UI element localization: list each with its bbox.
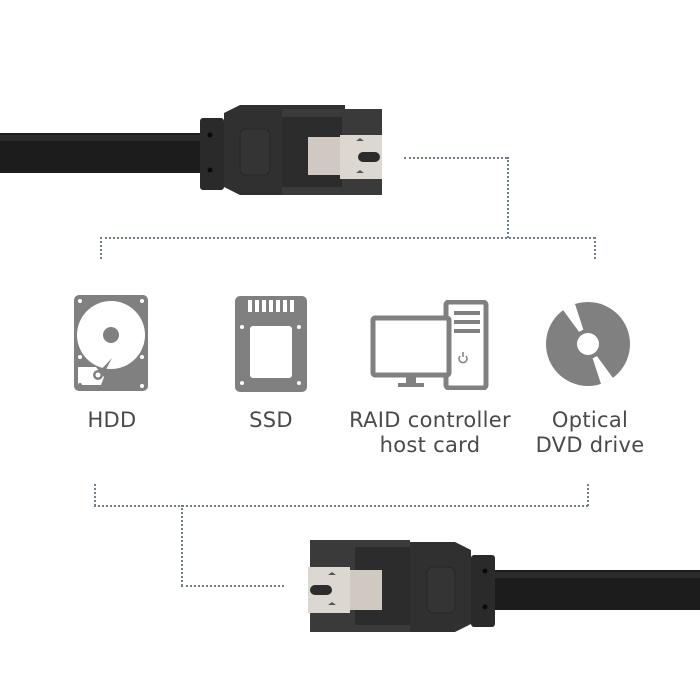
optical-disc-icon <box>546 302 630 386</box>
raid-controller-label-line1: RAID controller <box>349 408 511 432</box>
raid-controller-device <box>370 300 490 390</box>
bottom-dotted-line-b <box>181 585 284 587</box>
desktop-computer-icon <box>370 300 489 390</box>
bottom-dotted-left-tick <box>94 484 96 506</box>
hdd-device <box>74 295 149 391</box>
top-dotted-left-tick <box>100 237 102 259</box>
ssd-device <box>235 296 307 392</box>
raid-controller-label-line2: host card <box>379 433 481 457</box>
bottom-dotted-line-a <box>181 505 183 586</box>
hdd-icon <box>74 295 148 391</box>
bottom-dotted-bracket <box>94 505 588 507</box>
sata-connector-icon <box>0 105 382 195</box>
top-dotted-right-tick <box>594 237 596 259</box>
bottom-dotted-right-tick <box>587 484 589 506</box>
top-sata-connector <box>0 95 400 205</box>
optical-dvd-device <box>545 301 631 387</box>
ssd-icon <box>235 296 307 392</box>
raid-controller-label: RAID controller host card <box>340 408 520 458</box>
top-dotted-line-b <box>507 157 509 238</box>
bottom-sata-connector <box>300 535 700 645</box>
hdd-label: HDD <box>87 408 137 432</box>
optical-dvd-label: Optical DVD drive <box>530 408 650 458</box>
ssd-label: SSD <box>249 408 293 432</box>
top-dotted-bracket <box>100 237 595 239</box>
top-dotted-line-a <box>404 157 507 159</box>
sata-connector-icon <box>308 540 700 632</box>
optical-dvd-label-line2: DVD drive <box>535 433 645 457</box>
optical-dvd-label-line1: Optical <box>551 408 629 432</box>
